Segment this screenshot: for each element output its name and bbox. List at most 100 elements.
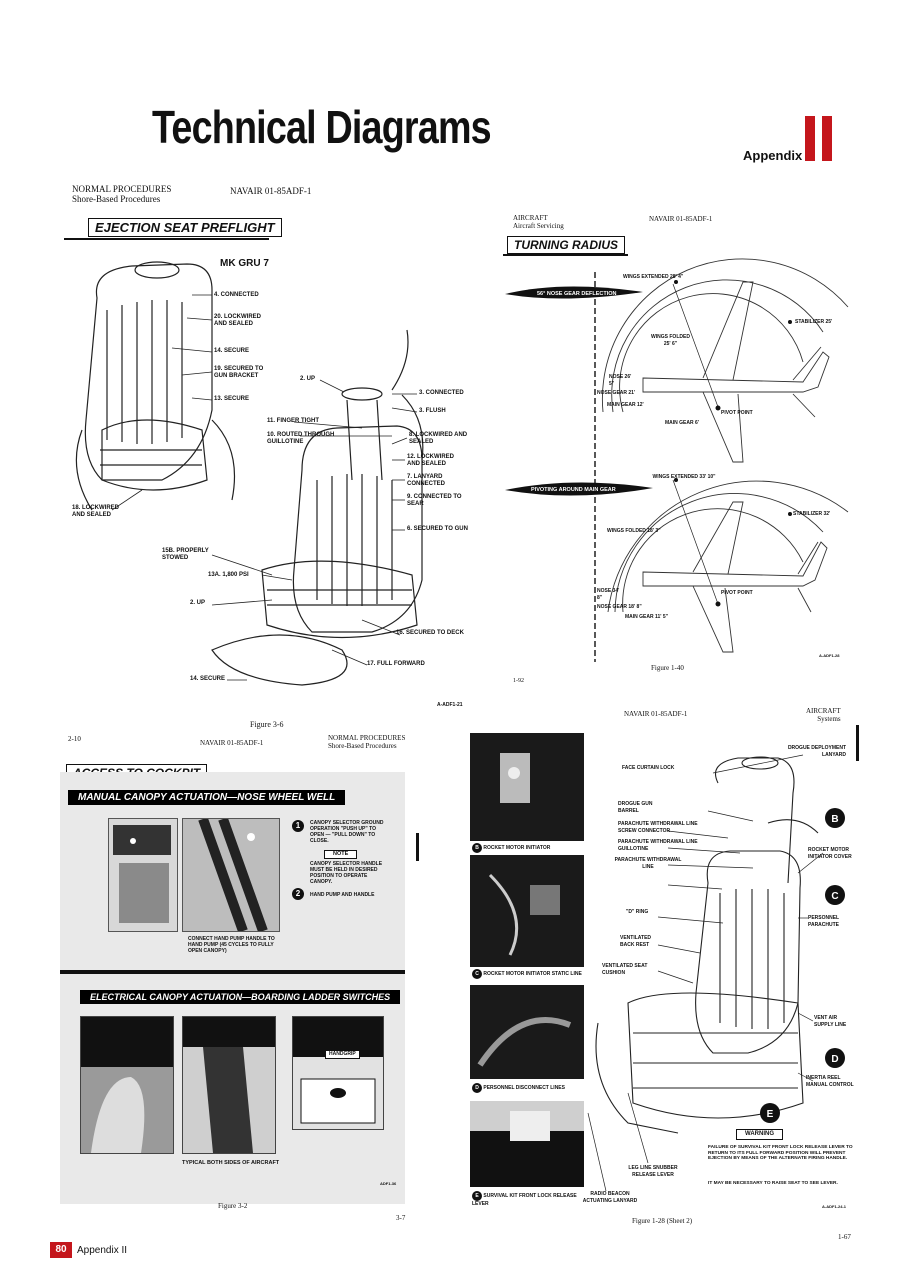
seat2-header-right: AIRCRAFT Systems (806, 707, 841, 723)
seat2-note-text: IT MAY BE NECESSARY TO RAISE SEAT TO SEE… (708, 1181, 838, 1186)
ejection-label: 3. CONNECTED (419, 390, 464, 396)
ejection-label: 6. SECURED TO GUN (407, 526, 468, 532)
step-1-marker: 1 (292, 820, 304, 832)
seat2-header-right-line1: AIRCRAFT (806, 707, 841, 715)
electrical-canopy-bar: ELECTRICAL CANOPY ACTUATION—BOARDING LAD… (80, 990, 401, 1004)
step-2-text: HAND PUMP AND HANDLE (310, 892, 375, 898)
turning-header-left-line2: Aircraft Servicing (513, 222, 564, 230)
seat-systems-drawing: B C D E (587, 754, 845, 1192)
photo-e-text: SURVIVAL KIT FRONT LOCK RELEASE LEVER (472, 1193, 577, 1207)
turning-label: NOSE GEAR 18' 8" (597, 604, 642, 610)
ejection-seat-panel: NORMAL PROCEDURES Shore-Based Procedures… (62, 180, 472, 729)
note-text: CANOPY SELECTOR HANDLE MUST BE HELD IN D… (310, 861, 383, 885)
hand-pump-caption: CONNECT HAND PUMP HANDLE TO HAND PUMP (4… (188, 936, 275, 954)
photo-c-caption: C ROCKET MOTOR INITIATOR STATIC LINE (472, 969, 582, 979)
seat2-header-right-line2: Systems (817, 715, 841, 723)
photo-b-text: ROCKET MOTOR INITIATOR (483, 845, 551, 851)
seat2-label: VENTILATED BACK REST (620, 935, 652, 948)
page-title: Technical Diagrams (152, 101, 492, 153)
turning-label: WINGS FOLDED 25' 6" (651, 334, 690, 347)
turning-radius-panel: AIRCRAFT Aircraft Servicing NAVAIR 01-85… (503, 212, 855, 687)
ejection-label: 9. CONNECTED TO SEAR (407, 494, 462, 507)
photo-d-caption: D PERSONNEL DISCONNECT LINES (472, 1083, 565, 1093)
turning-label: PIVOT POINT (721, 590, 753, 596)
turning-label: WINGS EXTENDED 33' 10" (652, 474, 716, 480)
cockpit-header-right: NORMAL PROCEDURES Shore-Based Procedures (328, 734, 405, 750)
ejection-figure-caption: Figure 3-6 (250, 720, 284, 729)
page-edge-mark (416, 833, 419, 861)
handgrip-photo (292, 1016, 384, 1130)
turning-header-right: NAVAIR 01-85ADF-1 (649, 215, 713, 223)
appendix-numeral-bar-1 (805, 116, 815, 161)
ejection-label: 18. LOCKWIRED AND SEALED (72, 505, 120, 518)
ejection-header-left-line1: NORMAL PROCEDURES (72, 184, 172, 194)
ejection-title-rule (64, 216, 269, 240)
turning-banner-1: 56° NOSE GEAR DEFLECTION (537, 291, 617, 297)
footer-label: Appendix II (77, 1245, 128, 1256)
ejection-label: 11. FINGER TIGHT (267, 418, 320, 424)
photo-d (470, 985, 584, 1079)
step-1-text: CANOPY SELECTOR GROUND OPERATION "PUSH U… (310, 820, 384, 844)
seat2-label: PERSONNEL PARACHUTE (808, 915, 840, 928)
seat2-page-number: 1-67 (838, 1233, 851, 1241)
turning-label: STABILIZER 25' (795, 319, 833, 325)
ejection-label: 12. LOCKWIRED AND SEALED (407, 454, 455, 467)
seat2-label: FACE CURTAIN LOCK (622, 765, 675, 771)
seat2-label: VENT AIR SUPPLY LINE (814, 1015, 847, 1028)
seat2-code: A-ADF1-24-1 (822, 1204, 847, 1209)
turning-label: MAIN GEAR 6' (665, 420, 699, 426)
appendix-numeral-bar-2 (822, 116, 832, 161)
turning-label: MAIN GEAR 12' (607, 402, 644, 408)
callout-d: D (831, 1054, 838, 1065)
turning-title-rule (503, 234, 628, 256)
ejection-label: 17. FULL FORWARD (367, 661, 425, 667)
photo-e-caption: E SURVIVAL KIT FRONT LOCK RELEASE LEVER (472, 1191, 582, 1208)
turning-header-left: AIRCRAFT Aircraft Servicing (513, 214, 564, 230)
ejection-label: 15B. PROPERLY STOWED (162, 548, 209, 561)
cockpit-header-right-line1: NORMAL PROCEDURES (328, 734, 406, 742)
photo-c-text: ROCKET MOTOR INITIATOR STATIC LINE (483, 971, 582, 977)
step-2-marker: 2 (292, 888, 304, 900)
seat2-label: PARACHUTE WITHDRAWAL LINE SCREW CONNECTO… (618, 821, 698, 834)
ejection-label: 14. SECURE (214, 348, 250, 354)
cockpit-page-number: 2-10 (68, 735, 81, 743)
ejection-label: 16. SECURED TO DECK (396, 630, 464, 636)
turning-label: PIVOT POINT (721, 410, 753, 416)
ejection-label: 13. SECURE (214, 396, 250, 402)
cockpit-code: ADF1-36 (380, 1181, 397, 1186)
warning-label: WARNING (736, 1129, 783, 1140)
ladder-switch-photo (182, 1016, 276, 1154)
turning-label: STABILIZER 32' (793, 511, 831, 517)
ejection-header-right: NAVAIR 01-85ADF-1 (230, 186, 312, 196)
ejection-label: 2. UP (190, 600, 206, 606)
ejection-label: 10. ROUTED THROUGH GUILLOTINE (267, 432, 335, 445)
turning-label: NOSE 26' 5" (609, 374, 632, 387)
photo-d-text: PERSONNEL DISCONNECT LINES (483, 1085, 565, 1091)
seat-systems-panel: NAVAIR 01-85ADF-1 AIRCRAFT Systems B ROC… (468, 703, 860, 1243)
photo-b-caption: B ROCKET MOTOR INITIATOR (472, 843, 550, 853)
ejection-code: A-ADF1-21 (437, 702, 463, 708)
cockpit-header-mid: NAVAIR 01-85ADF-1 (200, 739, 264, 747)
seat2-header-mid: NAVAIR 01-85ADF-1 (624, 710, 688, 718)
turning-label: NOSE 34' 8" (597, 588, 620, 601)
seat2-edge-mark (856, 725, 859, 761)
seat2-label: PARACHUTE WITHDRAWAL LINE GUILLOTINE (618, 839, 698, 852)
ejection-header-left: NORMAL PROCEDURES Shore-Based Procedures (72, 184, 171, 204)
handgrip-label: HANDGRIP (325, 1050, 360, 1059)
ejection-label: 7. LANYARD CONNECTED (407, 474, 446, 487)
seat2-label: PARACHUTE WITHDRAWAL LINE (614, 857, 682, 870)
photo-e (470, 1101, 584, 1187)
section-divider (60, 970, 405, 974)
cockpit-page-right: 3-7 (396, 1214, 406, 1222)
photo-b-badge: B (472, 843, 482, 853)
seat2-label: DROGUE GUN BARREL (618, 801, 653, 814)
warning-text: FAILURE OF SURVIVAL KIT FRONT LOCK RELEA… (708, 1145, 853, 1162)
seat2-figure-caption: Figure 1-28 (Sheet 2) (632, 1217, 693, 1225)
seat2-label: ROCKET MOTOR INITIATOR COVER (808, 847, 852, 860)
typical-caption: TYPICAL BOTH SIDES OF AIRCRAFT (182, 1160, 280, 1166)
ejection-label: 13A. 1,800 PSI (208, 572, 249, 578)
seat2-label: VENTILATED SEAT CUSHION (602, 963, 648, 976)
turning-page-number: 1-92 (513, 678, 524, 684)
ejection-label: 19. SECURED TO GUN BRACKET (214, 366, 264, 379)
seat2-label: "D" RING (626, 909, 649, 915)
